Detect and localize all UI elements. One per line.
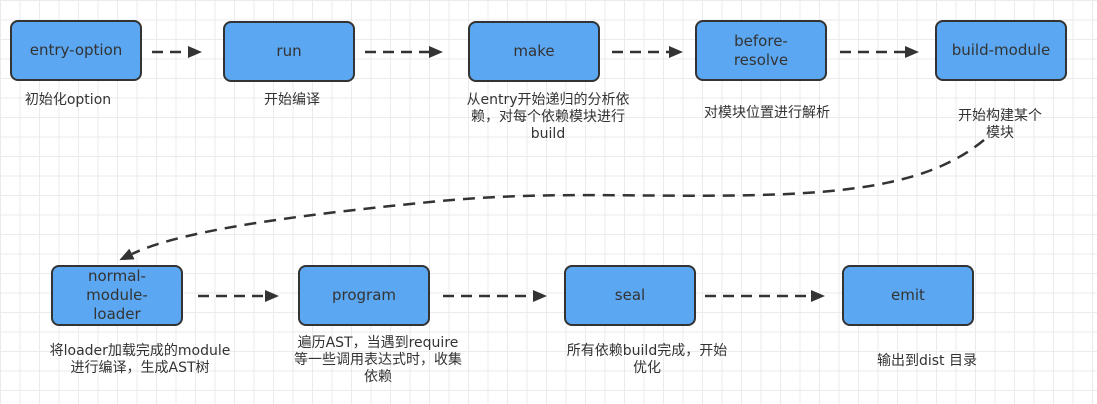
caption-build-module: 开始构建某个模块 <box>958 108 1042 141</box>
node-normal-module-loader: normal- module- loader <box>51 265 183 326</box>
node-entry-option: entry-option <box>10 20 142 81</box>
caption-normal-module-loader: 将loader加载完成的module 进行编译，生成AST树 <box>49 343 231 376</box>
arrow-build-module-to-normal-module-loader <box>119 139 985 261</box>
node-build-module: build-module <box>935 20 1067 81</box>
node-seal: seal <box>564 265 696 326</box>
caption-emit: 输出到dist 目录 <box>876 353 978 369</box>
node-emit: emit <box>842 265 974 326</box>
node-program: program <box>298 265 430 326</box>
node-make: make <box>468 21 600 82</box>
caption-program: 遍历AST，当遇到require 等一些调用表达式时，收集 依赖 <box>294 335 462 385</box>
node-run: run <box>223 21 355 82</box>
node-before-resolve: before- resolve <box>695 20 827 81</box>
caption-entry-option: 初始化option <box>24 92 112 108</box>
caption-before-resolve: 对模块位置进行解析 <box>704 105 830 121</box>
caption-make: 从entry开始递归的分析依 赖，对每个依赖模块进行 build <box>466 92 630 142</box>
caption-seal: 所有依赖build完成，开始 优化 <box>566 343 728 376</box>
caption-run: 开始编译 <box>264 92 320 108</box>
